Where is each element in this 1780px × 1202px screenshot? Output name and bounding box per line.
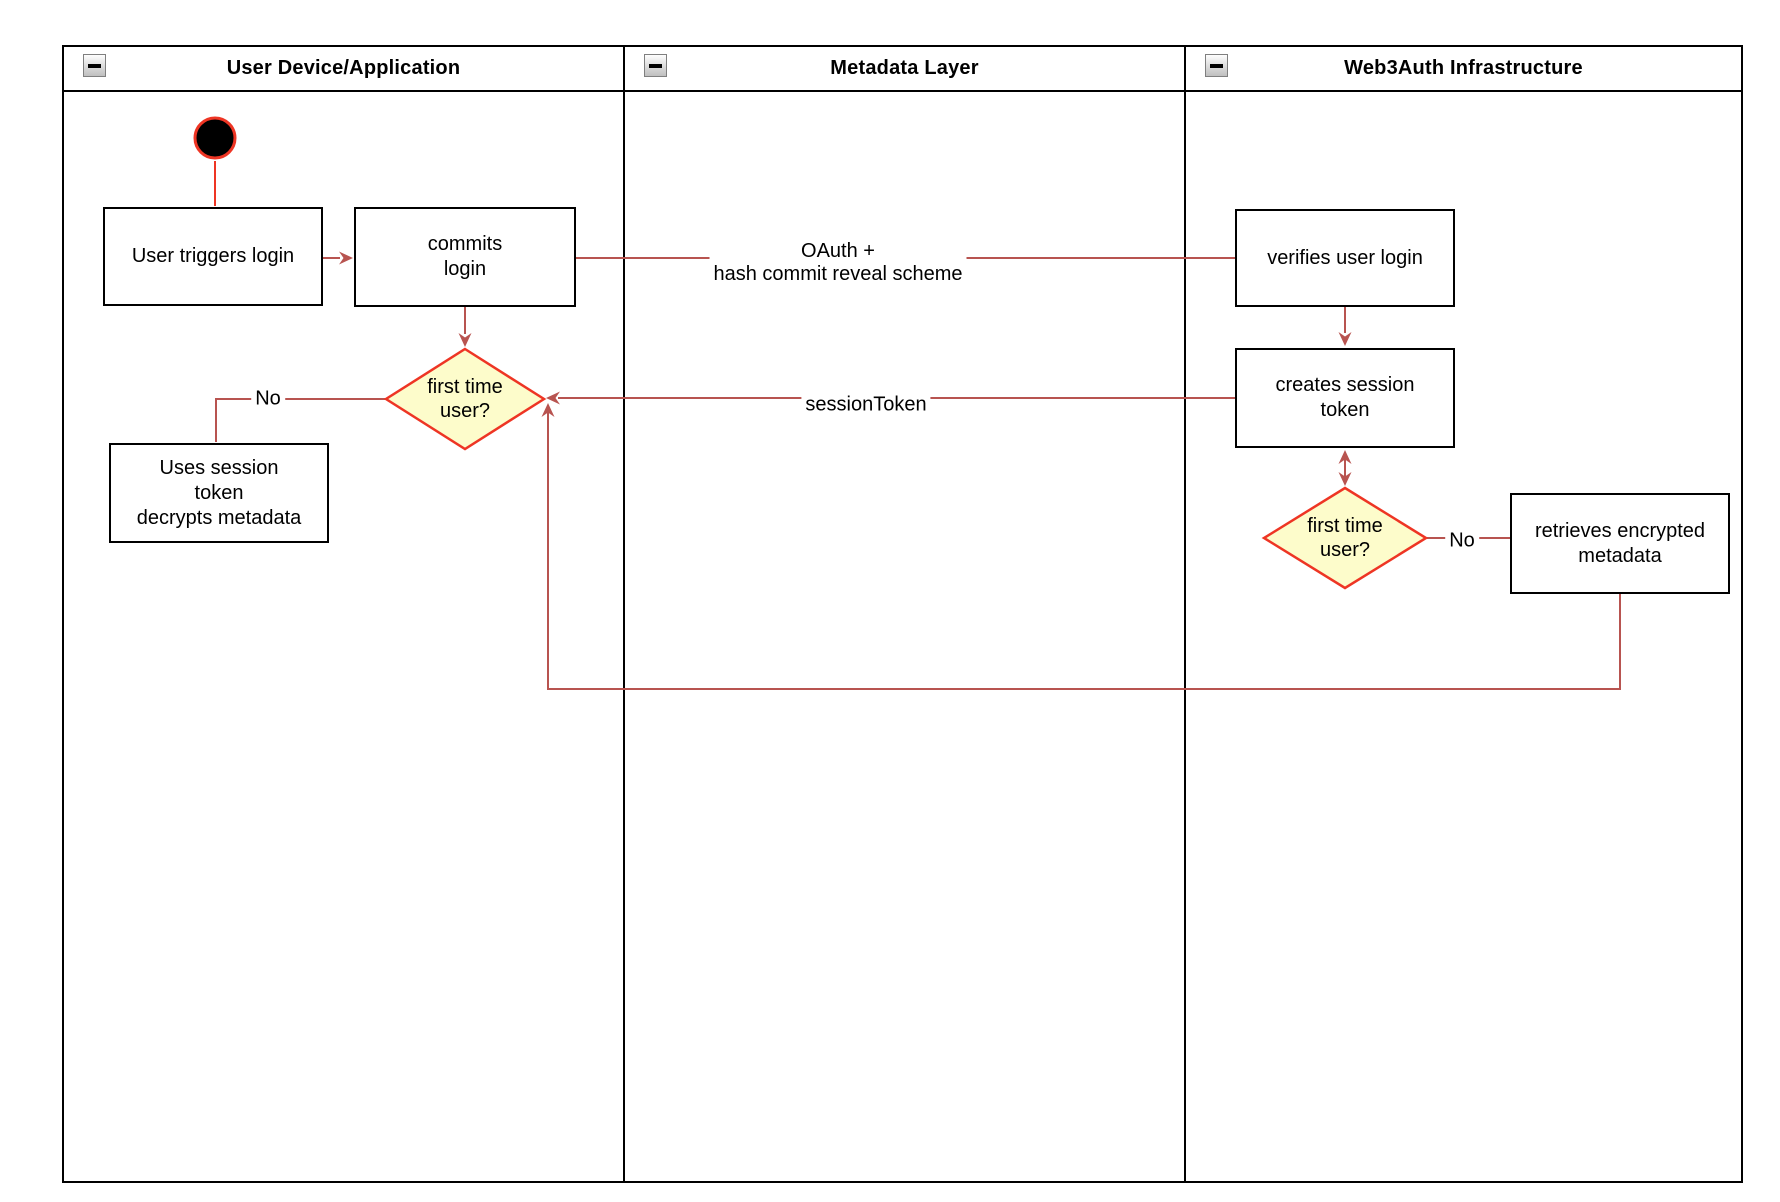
node-uses-session-token: Uses session token decrypts metadata (109, 443, 329, 543)
node-commits-login: commits login (354, 207, 576, 307)
lane-title-metadata-layer: Metadata Layer (830, 57, 979, 79)
lane-title-user-device: User Device/Application (226, 57, 461, 79)
lane-title-web3auth-infrastructure: Web3Auth Infrastructure (1344, 57, 1583, 79)
edge-label-no-device: No (251, 387, 285, 411)
node-creates-session-token: creates session token (1235, 348, 1455, 448)
lane-divider (623, 47, 625, 1181)
lane-divider (1184, 47, 1186, 1181)
collapse-minus-icon[interactable] (644, 54, 667, 77)
node-retrieves-encrypted-metadata: retrieves encrypted metadata (1510, 493, 1730, 594)
decision-label-device: first time user? (427, 376, 503, 422)
collapse-minus-icon[interactable] (1205, 54, 1228, 77)
collapse-minus-icon[interactable] (83, 54, 106, 77)
node-user-triggers-login: User triggers login (103, 207, 323, 306)
node-verifies-user-login: verifies user login (1235, 209, 1455, 307)
decision-label-infra: first time user? (1307, 515, 1383, 561)
edge-label-session-token: sessionToken (801, 393, 931, 417)
lane-header-divider (64, 90, 1741, 92)
edge-label-no-infra: No (1445, 529, 1479, 553)
edge-label-oauth: OAuth + hash commit reveal scheme (709, 240, 967, 286)
